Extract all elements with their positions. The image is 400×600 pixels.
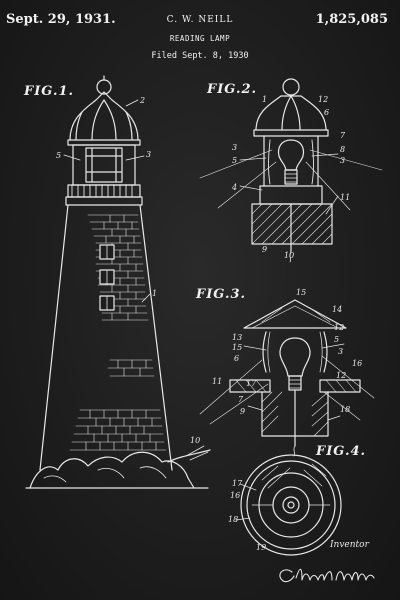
ref-numeral: 10 — [190, 436, 200, 445]
ref-numeral: 16 — [352, 359, 362, 368]
ref-numeral: 13 — [232, 333, 242, 342]
ref-numeral: 4 — [231, 183, 237, 192]
ref-numeral: 9 — [240, 407, 245, 416]
ref-numeral: 15 — [296, 288, 306, 297]
ref-numeral: 6 — [234, 354, 239, 363]
ref-numeral: 7 — [340, 131, 346, 140]
ref-numeral: 15 — [232, 343, 242, 352]
ref-numeral: 19 — [256, 543, 266, 552]
patent-number: 1,825,085 — [315, 12, 388, 27]
ref-numeral: 9 — [262, 245, 267, 254]
fig1-lighthouse — [25, 75, 211, 489]
ref-numeral: 12 — [336, 371, 346, 380]
ref-numeral: 1 — [262, 95, 267, 104]
filed-date: Filed Sept. 8, 1930 — [151, 51, 249, 61]
ref-numeral: 6 — [324, 108, 329, 117]
ref-numeral: 10 — [284, 251, 294, 260]
ref-numeral: 5 — [56, 151, 61, 160]
patent-title: READING LAMP — [169, 34, 231, 43]
fig3-label: FIG.3. — [196, 287, 247, 302]
ref-numeral: 18 — [228, 515, 238, 524]
ref-numeral: 11 — [212, 377, 222, 386]
inventor-signature — [279, 568, 375, 583]
ref-numeral: 8 — [340, 145, 345, 154]
ref-numeral: 17 — [246, 379, 257, 388]
fig2-label: FIG.2. — [207, 82, 258, 97]
ref-numeral: 11 — [340, 193, 350, 202]
ref-numeral: 5 — [334, 335, 339, 344]
ref-numeral: 14 — [332, 305, 342, 314]
fig1-label: FIG.1. — [24, 84, 75, 99]
ref-numeral: 3 — [232, 143, 237, 152]
fig3-lamp-section — [199, 299, 375, 457]
patent-date: Sept. 29, 1931. — [6, 12, 116, 27]
ref-numeral: 12 — [334, 323, 344, 332]
inventor-role-label: Inventor — [330, 540, 369, 550]
inventor-name: C. W. NEILL — [166, 15, 234, 25]
fig4-bottom-view — [235, 454, 342, 556]
reference-numerals: 2 3 5 1 10 1 12 6 3 5 7 8 3 4 11 9 10 15… — [56, 95, 362, 552]
ref-numeral: 1 — [152, 289, 157, 298]
ref-numeral: 5 — [232, 156, 237, 165]
fig4-label: FIG.4. — [316, 444, 367, 459]
ref-numeral: 12 — [318, 95, 328, 104]
ref-numeral: 3 — [338, 347, 343, 356]
ref-numeral: 17 — [232, 479, 243, 488]
ref-numeral: 16 — [230, 491, 240, 500]
ref-numeral: 3 — [146, 150, 151, 159]
ref-numeral: 2 — [139, 96, 145, 105]
ref-numeral: 7 — [238, 395, 244, 404]
ref-numeral: 18 — [340, 405, 350, 414]
fig2-lantern-section — [199, 78, 383, 263]
ref-numeral: 3 — [340, 156, 345, 165]
